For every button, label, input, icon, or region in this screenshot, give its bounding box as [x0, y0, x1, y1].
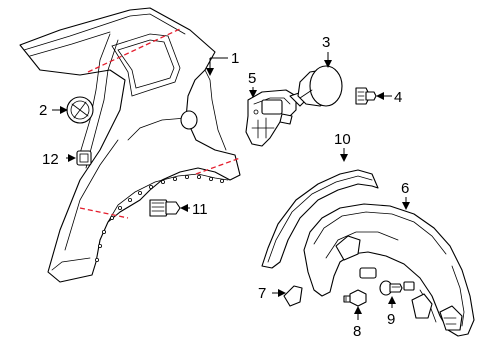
- callout-7: 7: [258, 285, 266, 302]
- cut-line-roof: [87, 27, 183, 73]
- arrow-5: [249, 90, 257, 98]
- arrow-11: [180, 204, 188, 212]
- fuel-filler-housing: [66, 96, 94, 124]
- callout-10: 10: [334, 131, 351, 148]
- fuel-door-pocket: [245, 89, 307, 147]
- quarter-panel-wheel-arch-inner: [107, 173, 229, 223]
- arrow-4: [376, 92, 384, 100]
- screw-4: [355, 87, 377, 105]
- arrow-3: [324, 60, 332, 68]
- retainer-clip: [76, 150, 92, 166]
- callout-6: 6: [401, 180, 409, 197]
- callout-4: 4: [394, 89, 402, 106]
- arrow-8: [354, 306, 362, 314]
- arrow-6: [402, 202, 410, 210]
- quarter-panel-rocker: [51, 257, 91, 271]
- bolt-11: [149, 199, 181, 217]
- callout-3: 3: [322, 34, 330, 51]
- quarter-panel-pillar-2: [85, 39, 119, 169]
- arrow-7: [278, 289, 286, 297]
- fuel-door: [297, 65, 343, 107]
- liner-pad: [283, 285, 303, 307]
- callout-5: 5: [248, 70, 256, 87]
- quarter-panel-lower-crease: [64, 139, 119, 251]
- callout-8: 8: [353, 323, 361, 340]
- quarter-panel-roof-line: [23, 13, 186, 51]
- wheelhouse-liner: [303, 203, 475, 337]
- callout-9: 9: [387, 311, 395, 328]
- quarter-panel-roof-line-2: [29, 31, 111, 57]
- arrow-9: [388, 296, 396, 304]
- wheel-opening-molding: [261, 169, 379, 269]
- cut-line-rocker: [79, 207, 129, 219]
- quarter-panel-pillar: [77, 33, 111, 161]
- leader-lines: [52, 52, 410, 320]
- callout-11: 11: [192, 201, 208, 218]
- arrow-10: [340, 154, 348, 162]
- quarter-panel-tail-edge: [204, 69, 227, 151]
- arrow-12: [68, 154, 76, 162]
- wheel-arch-holes: [95, 174, 224, 262]
- arrow-2: [60, 106, 68, 114]
- callout-1: 1: [231, 50, 239, 67]
- quarter-panel-body-crease: [127, 117, 187, 141]
- callout-2: 2: [39, 102, 47, 119]
- quarter-panel: [19, 7, 241, 283]
- callout-labels: 1 2 3 4 5 6 7 8 9 10 11 12: [39, 34, 409, 340]
- arrow-1: [206, 68, 214, 76]
- bolt-8: [343, 289, 367, 307]
- fuel-door-opening: [180, 110, 198, 130]
- quarter-panel-window-outline: [111, 33, 181, 97]
- push-pin-9: [379, 280, 403, 296]
- callout-12: 12: [42, 151, 59, 168]
